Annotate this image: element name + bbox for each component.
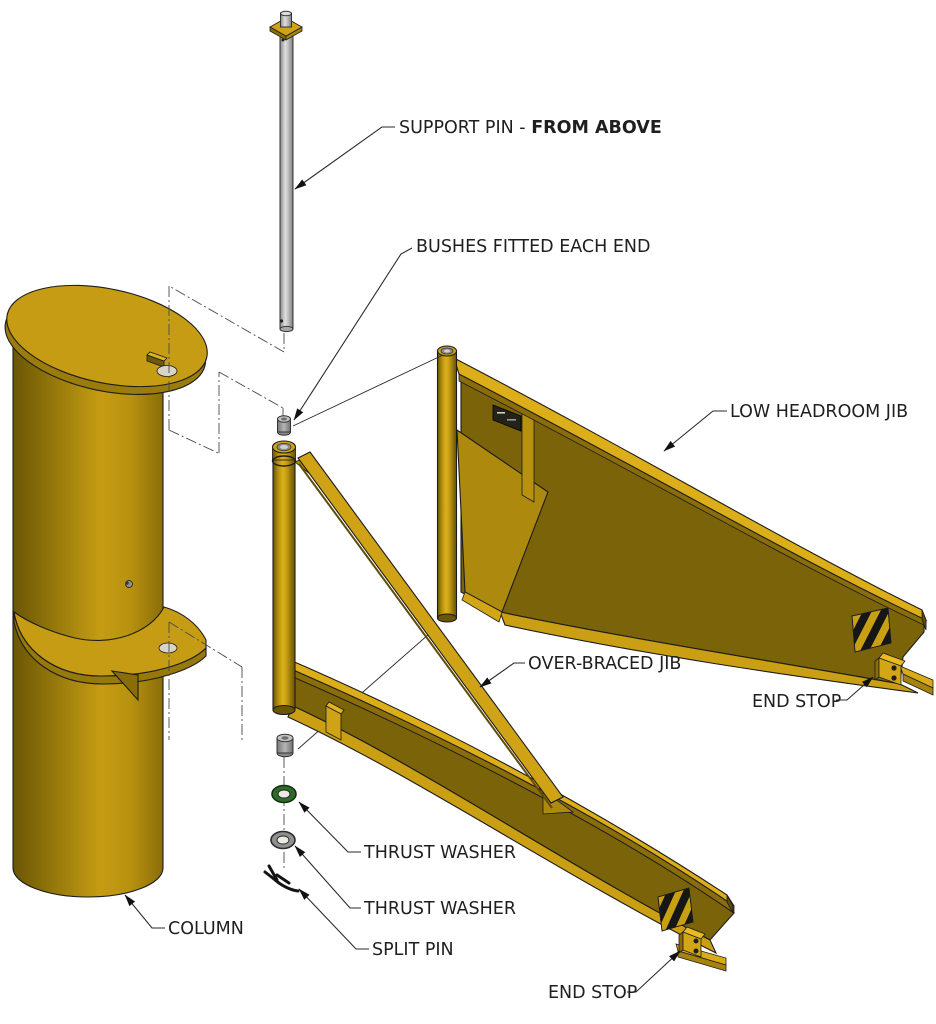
label-thrust-washer-lower: THRUST WASHER xyxy=(363,899,516,919)
lower-bush xyxy=(276,733,294,758)
pin-head xyxy=(280,10,292,28)
leader-lines xyxy=(124,126,874,993)
label-end-stop-lower: END STOP xyxy=(548,983,637,1003)
label-end-stop-upper: END STOP xyxy=(752,692,841,712)
phantom-alignment-lines xyxy=(168,285,285,868)
end-stop-upper xyxy=(874,652,906,686)
label-thrust-washer-upper: THRUST WASHER xyxy=(363,843,516,863)
thrust-washer-lower xyxy=(270,830,296,850)
thrust-washer-upper xyxy=(271,784,297,804)
label-column: COLUMN xyxy=(168,919,244,939)
support-pin xyxy=(269,10,303,333)
leader-end-stop-lower xyxy=(627,950,681,993)
leader-over-braced-jib xyxy=(479,662,525,688)
column-mid-bracket xyxy=(13,580,207,702)
label-split-pin: SPLIT PIN xyxy=(372,940,454,960)
jib-pivot-tube xyxy=(436,345,458,623)
leader-end-stop-upper xyxy=(836,676,874,701)
jib-brace xyxy=(294,451,575,815)
bush-reference-line-upper xyxy=(292,354,444,427)
over-braced-jib xyxy=(271,440,735,972)
jib-pivot-tube xyxy=(271,440,297,716)
upper-bush xyxy=(277,415,291,436)
leader-support-pin xyxy=(294,126,395,190)
label-low-headroom-jib: LOW HEADROOM JIB xyxy=(730,402,908,422)
low-headroom-jib xyxy=(436,345,934,696)
leader-low-headroom-jib xyxy=(663,410,727,452)
column-body xyxy=(12,337,164,898)
leader-thrust-washer-upper xyxy=(298,801,361,853)
label-over-braced-jib: OVER-BRACED JIB xyxy=(528,654,681,674)
callout-labels: SUPPORT PIN - FROM ABOVE BUSHES FITTED E… xyxy=(168,118,908,1003)
leader-thrust-washer-lower xyxy=(294,845,361,909)
leader-split-pin xyxy=(298,888,369,950)
cap-plate-tab xyxy=(146,351,168,368)
bracket-pin-hole xyxy=(158,642,178,654)
split-pin-hole-upper xyxy=(281,38,285,42)
split-pin xyxy=(263,864,300,893)
leader-bushes xyxy=(293,247,413,421)
split-pin-hole-lower xyxy=(279,319,284,323)
label-bushes: BUSHES FITTED EACH END xyxy=(416,237,651,257)
name-plate xyxy=(492,404,522,432)
bracket-gusset xyxy=(110,670,139,702)
cap-plate-pin-hole xyxy=(156,365,178,377)
column-cap-plate xyxy=(4,284,208,396)
label-support-pin: SUPPORT PIN - FROM ABOVE xyxy=(399,118,662,138)
hazard-plate-upper xyxy=(851,607,892,653)
leader-column xyxy=(124,894,165,929)
end-stop-lower xyxy=(678,926,706,958)
flange-tab xyxy=(325,701,345,741)
